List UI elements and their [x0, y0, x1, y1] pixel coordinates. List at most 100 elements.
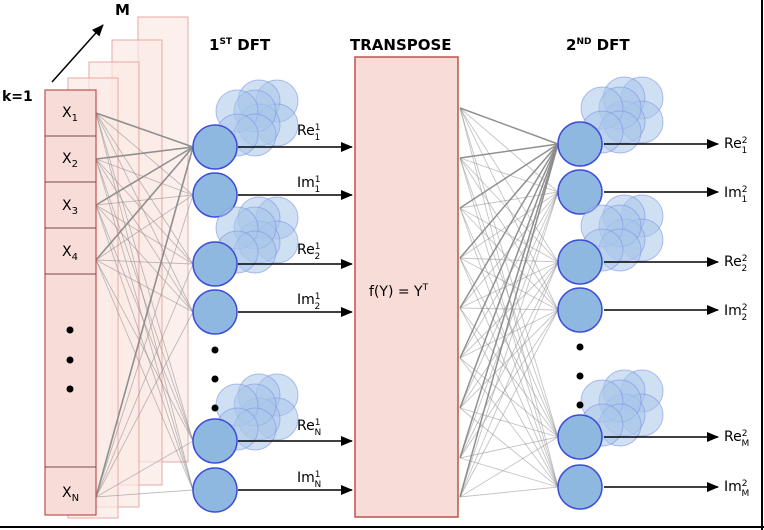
connection-edge: [95, 489, 194, 498]
input-column-box: [44, 89, 97, 516]
depth-arrow: [51, 24, 104, 83]
neuron: [557, 287, 603, 333]
connection-edge: [459, 107, 559, 311]
stage1-title: 1ST DFT: [209, 36, 271, 54]
connection-edge: [459, 143, 559, 309]
connection-edge: [95, 204, 194, 265]
connection-edge: [459, 143, 559, 409]
connection-edge: [459, 143, 559, 359]
transpose-box: [354, 56, 459, 518]
neuron: [557, 464, 603, 510]
connection-edge: [95, 158, 194, 442]
connection-edge: [459, 107, 559, 145]
connection-edge: [459, 309, 559, 359]
connection-edge: [459, 143, 559, 209]
connection-edge: [459, 143, 559, 159]
input-xn: XN: [62, 485, 79, 504]
connection-edge: [459, 107, 559, 438]
connection-edge: [459, 261, 559, 309]
connection-edge: [95, 158, 194, 196]
connection-edge: [95, 259, 194, 442]
input-ellipsis-dot: [66, 356, 74, 364]
connection-edge: [95, 204, 194, 491]
neuron: [192, 172, 238, 218]
connection-edge: [459, 261, 559, 359]
dft2-ellipsis: [576, 343, 584, 409]
connection-edge: [459, 191, 559, 459]
connection-edge: [459, 261, 559, 498]
connection-edge: [95, 146, 194, 160]
neuron: [192, 289, 238, 335]
neuron: [557, 239, 603, 285]
dft2-neurons: [557, 76, 664, 510]
connection-edge: [95, 259, 194, 265]
connection-edge: [95, 112, 194, 148]
connection-edge: [459, 309, 559, 459]
connection-edge: [459, 143, 559, 498]
connection-edge: [95, 204, 194, 313]
connection-edge: [459, 191, 559, 498]
stage2-title: 2ND DFT: [566, 36, 630, 54]
neuron: [192, 241, 238, 287]
input-x4: X4: [62, 244, 78, 263]
connection-edge: [95, 112, 194, 491]
connection-edge: [95, 194, 194, 206]
neuron: [192, 124, 238, 170]
connection-edge: [459, 486, 559, 498]
connection-edge: [95, 112, 194, 265]
input-column: X1 X2 X3 X4 XN: [44, 89, 97, 516]
depth-axis: k=1 M: [2, 1, 130, 105]
neuron: [557, 121, 603, 167]
connection-edge: [459, 143, 559, 259]
connection-edge: [459, 261, 559, 459]
neuron: [192, 467, 238, 513]
connection-edge: [459, 436, 559, 459]
connection-edge: [459, 157, 559, 311]
neuron: [557, 169, 603, 215]
connection-edge: [459, 436, 559, 498]
connection-edge: [95, 259, 194, 491]
connection-edge: [459, 309, 559, 498]
connection-edge: [95, 194, 194, 498]
connection-edge: [459, 261, 559, 409]
dft1-ellipsis: [211, 346, 219, 412]
input-ellipsis-dot: [66, 385, 74, 393]
input-x2: X2: [62, 151, 78, 170]
axis-start-label: k=1: [2, 89, 33, 105]
transpose-title: TRANSPOSE: [350, 36, 452, 54]
transpose-block: f(Y) = YT: [354, 56, 459, 518]
input-x1: X1: [62, 105, 78, 124]
dft1-neurons: [192, 79, 299, 513]
connection-edge: [459, 157, 559, 438]
connection-edge: [95, 158, 194, 313]
connection-edge: [459, 143, 559, 459]
connection-edge: [459, 257, 559, 263]
input-ellipsis-dot: [66, 326, 74, 334]
connection-edge: [459, 157, 559, 263]
connection-edge: [95, 263, 194, 498]
connection-edge: [95, 146, 194, 261]
connection-edge: [95, 440, 194, 498]
connection-edge: [459, 207, 559, 311]
neuron: [557, 414, 603, 460]
connection-edge: [95, 146, 194, 206]
connection-edge: [95, 112, 194, 313]
connection-edge: [459, 107, 559, 193]
connection-edge: [459, 257, 559, 438]
connection-edge: [459, 207, 559, 263]
transpose-formula: f(Y) = YT: [369, 283, 429, 300]
transpose-to-dft2-edges: [459, 107, 559, 498]
